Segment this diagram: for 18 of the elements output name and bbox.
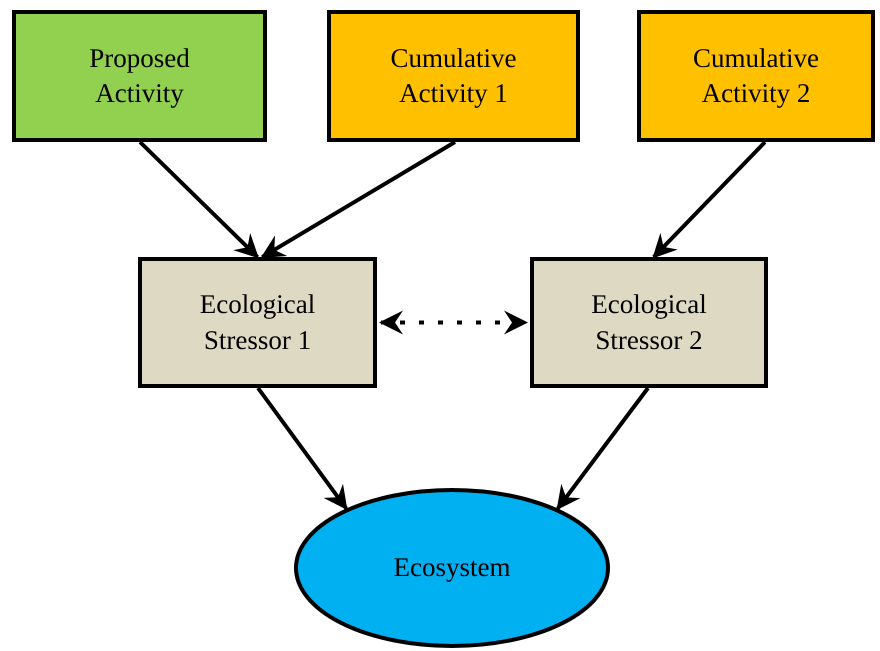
arrow bbox=[652, 140, 766, 258]
node-label: Ecosystem bbox=[394, 551, 510, 584]
arrow bbox=[256, 386, 348, 510]
arrow bbox=[260, 140, 456, 259]
process-box bbox=[12, 10, 267, 142]
node-label: Ecological Stressor 1 bbox=[198, 288, 316, 356]
process-box bbox=[637, 10, 875, 142]
ellipse-node bbox=[294, 488, 610, 648]
arrow bbox=[379, 310, 528, 334]
process-box bbox=[530, 257, 768, 388]
arrow bbox=[138, 140, 259, 258]
node-label: Ecological Stressor 2 bbox=[590, 288, 708, 356]
node-label: Cumulative Activity 1 bbox=[390, 42, 518, 110]
arrow bbox=[556, 386, 650, 510]
process-box bbox=[138, 257, 377, 388]
node-label: Cumulative Activity 2 bbox=[692, 42, 820, 110]
process-box bbox=[327, 10, 580, 142]
node-label: Proposed Activity bbox=[88, 42, 191, 110]
